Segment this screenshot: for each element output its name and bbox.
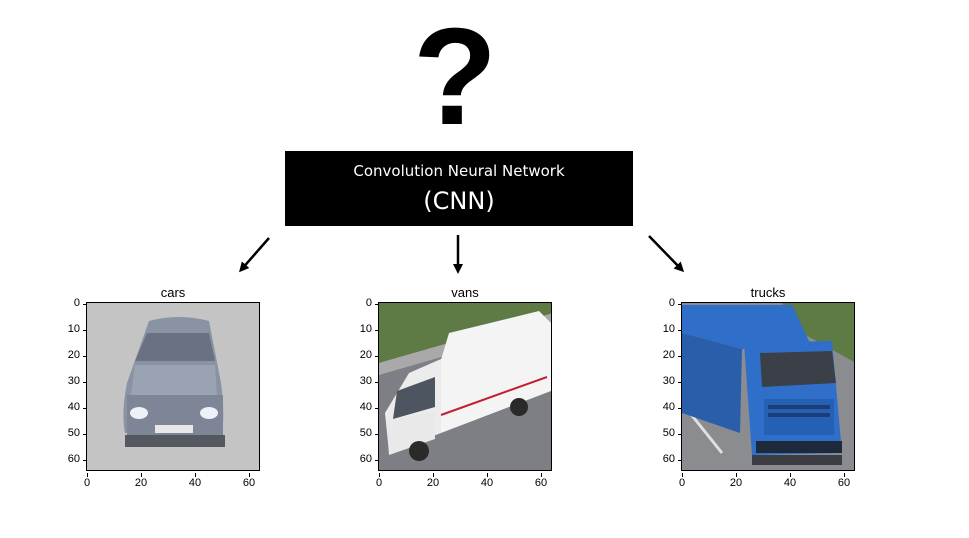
cnn-box: Convolution Neural Network (CNN) xyxy=(285,151,633,226)
y-tick: 60 xyxy=(655,453,682,465)
x-tick: 60 xyxy=(834,473,854,489)
x-tick: 20 xyxy=(726,473,746,489)
y-tick: 20 xyxy=(60,349,87,361)
x-tick: 40 xyxy=(477,473,497,489)
x-tick: 60 xyxy=(239,473,259,489)
y-tick: 20 xyxy=(655,349,682,361)
y-tick: 50 xyxy=(655,427,682,439)
y-tick: 20 xyxy=(352,349,379,361)
panel-cars: cars 0 10 20 30 40 50 60 0 20 40 60 xyxy=(62,285,262,495)
x-tick: 40 xyxy=(780,473,800,489)
question-mark: ? xyxy=(412,0,498,154)
panel-vans: vans 0 10 20 30 40 50 60 0 20 40 60 xyxy=(354,285,554,495)
y-tick: 60 xyxy=(60,453,87,465)
y-tick: 30 xyxy=(352,375,379,387)
y-tick: 0 xyxy=(60,297,87,309)
y-tick: 40 xyxy=(352,401,379,413)
truck-image xyxy=(682,303,854,470)
cnn-title: Convolution Neural Network xyxy=(353,162,565,180)
image-plot-van xyxy=(378,302,552,471)
y-tick: 10 xyxy=(60,323,87,335)
car-image xyxy=(87,303,259,470)
panel-title: cars xyxy=(160,285,186,300)
y-tick: 50 xyxy=(352,427,379,439)
y-tick: 60 xyxy=(352,453,379,465)
van-image xyxy=(379,303,551,470)
panel-trucks: trucks 0 10 20 30 40 50 60 0 20 40 60 xyxy=(657,285,857,495)
x-tick: 0 xyxy=(672,473,692,489)
x-tick: 0 xyxy=(369,473,389,489)
y-tick: 40 xyxy=(60,401,87,413)
y-tick: 30 xyxy=(655,375,682,387)
x-tick: 60 xyxy=(531,473,551,489)
y-tick: 0 xyxy=(352,297,379,309)
panel-title: trucks xyxy=(750,285,786,300)
x-tick: 40 xyxy=(185,473,205,489)
x-tick: 20 xyxy=(423,473,443,489)
y-tick: 10 xyxy=(655,323,682,335)
arrow-left xyxy=(239,237,270,273)
y-tick: 0 xyxy=(655,297,682,309)
image-plot-truck xyxy=(681,302,855,471)
y-tick: 40 xyxy=(655,401,682,413)
y-tick: 50 xyxy=(60,427,87,439)
x-tick: 0 xyxy=(77,473,97,489)
y-tick: 30 xyxy=(60,375,87,387)
y-tick: 10 xyxy=(352,323,379,335)
image-plot-car xyxy=(86,302,260,471)
arrow-right xyxy=(648,235,685,273)
x-tick: 20 xyxy=(131,473,151,489)
panel-title: vans xyxy=(451,285,479,300)
cnn-acronym: (CNN) xyxy=(423,187,495,215)
